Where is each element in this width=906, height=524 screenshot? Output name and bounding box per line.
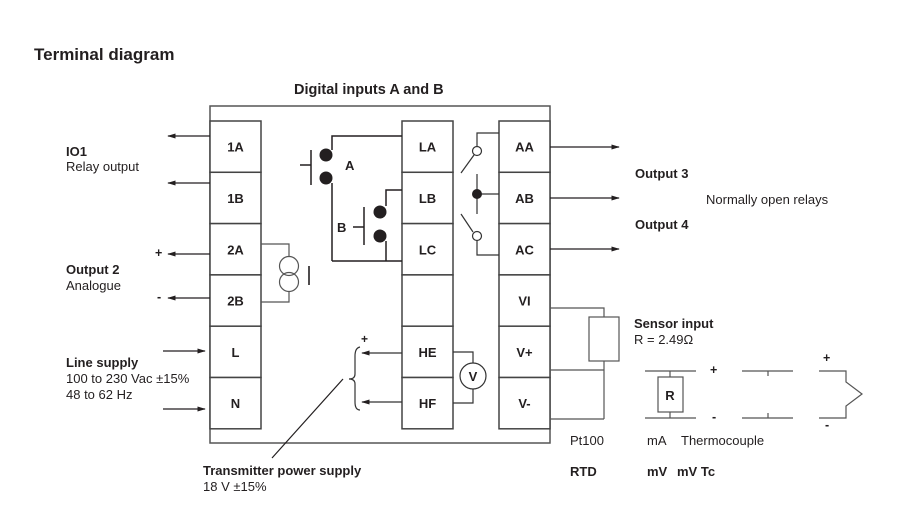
terminal-vi	[498, 274, 551, 327]
relays-note: Normally open relays	[706, 192, 829, 207]
tc-plus: +	[823, 351, 831, 365]
mv-input-icon	[742, 370, 793, 419]
terminal-he	[401, 325, 454, 379]
page-title: Terminal diagram	[34, 45, 175, 64]
digital-inputs-header: Digital inputs A and B	[294, 82, 444, 98]
line-supply-voltage: 100 to 230 Vac ±15%	[66, 371, 190, 386]
terminal-label: AB	[515, 191, 534, 206]
transmitter-title: Transmitter power supply	[203, 463, 362, 478]
ma-shunt-resistor-icon	[645, 370, 696, 419]
mv-label: mV	[647, 464, 668, 479]
terminal-label: 2A	[227, 242, 244, 257]
line-supply-frequency: 48 to 62 Hz	[66, 387, 133, 402]
terminal-label: HF	[419, 396, 436, 411]
pt100-label: Pt100	[570, 433, 604, 448]
mv-tc-label: mV Tc	[677, 464, 716, 479]
terminal-column-1: 1A 1B 2A 2B L N	[209, 120, 262, 430]
output4-label: Output 4	[635, 217, 689, 232]
terminal-column-2: LA LB LC HE HF	[401, 120, 454, 430]
terminal-label: L	[232, 345, 240, 360]
line-supply-title: Line supply	[66, 355, 139, 370]
ma-plus: +	[710, 363, 718, 377]
voltmeter-icon	[459, 362, 487, 390]
resistor-label: R	[665, 388, 675, 403]
tc-minus: -	[825, 418, 830, 432]
terminal-label: V-	[518, 396, 530, 411]
output2-plus: +	[155, 246, 163, 260]
terminal-label: LB	[419, 191, 436, 206]
terminal-label: AC	[515, 242, 534, 257]
voltmeter-label: V	[469, 369, 478, 384]
transmitter-wiring	[271, 346, 474, 459]
output2-subtitle: Analogue	[66, 278, 121, 293]
io1-subtitle: Relay output	[66, 159, 139, 174]
transmitter-subtitle: 18 V ±15%	[203, 479, 267, 494]
transmitter-plus: +	[361, 332, 368, 346]
digital-input-b-label: B	[337, 220, 346, 235]
terminal-l	[209, 325, 262, 379]
terminal-vminus	[498, 376, 551, 430]
terminal-label: 1A	[227, 140, 244, 155]
terminal-label: 2B	[227, 294, 244, 309]
terminal-label: AA	[515, 140, 534, 155]
rtd-label: RTD	[570, 464, 597, 479]
thermocouple-icon	[819, 370, 863, 419]
terminal-1b	[209, 171, 262, 225]
io1-title: IO1	[66, 144, 87, 159]
terminal-vplus	[498, 325, 551, 379]
sensor-input-title: Sensor input	[634, 316, 714, 331]
terminal-column-3: AA AB AC VI V+ V-	[498, 120, 551, 430]
terminal-label: LA	[419, 140, 437, 155]
digital-input-a-label: A	[345, 158, 355, 173]
sensor-input-value: R = 2.49Ω	[634, 332, 694, 347]
terminal-n	[209, 376, 262, 430]
terminal-hf	[401, 376, 454, 430]
output2-title: Output 2	[66, 262, 120, 277]
terminal-label: N	[231, 396, 240, 411]
ma-minus: -	[712, 410, 717, 424]
output2-minus: -	[157, 290, 162, 304]
thermocouple-label: Thermocouple	[681, 433, 765, 448]
pt100-wiring	[550, 307, 620, 420]
ma-label: mA	[647, 433, 667, 448]
terminal-label: V+	[516, 345, 533, 360]
terminal-2a	[209, 222, 262, 276]
terminal-blank	[401, 274, 454, 327]
digital-input-b-switch-icon	[353, 189, 402, 261]
digital-input-a-switch-icon	[300, 135, 402, 262]
relay-contacts-icon	[460, 132, 499, 256]
terminal-lc	[401, 222, 454, 276]
terminal-1a	[209, 120, 262, 174]
terminal-2b	[209, 274, 262, 327]
terminal-label: VI	[518, 294, 530, 309]
terminal-label: 1B	[227, 191, 244, 206]
terminal-label: HE	[418, 345, 436, 360]
output3-label: Output 3	[635, 166, 689, 181]
current-source-icon	[261, 243, 310, 303]
terminal-label: LC	[419, 242, 437, 257]
